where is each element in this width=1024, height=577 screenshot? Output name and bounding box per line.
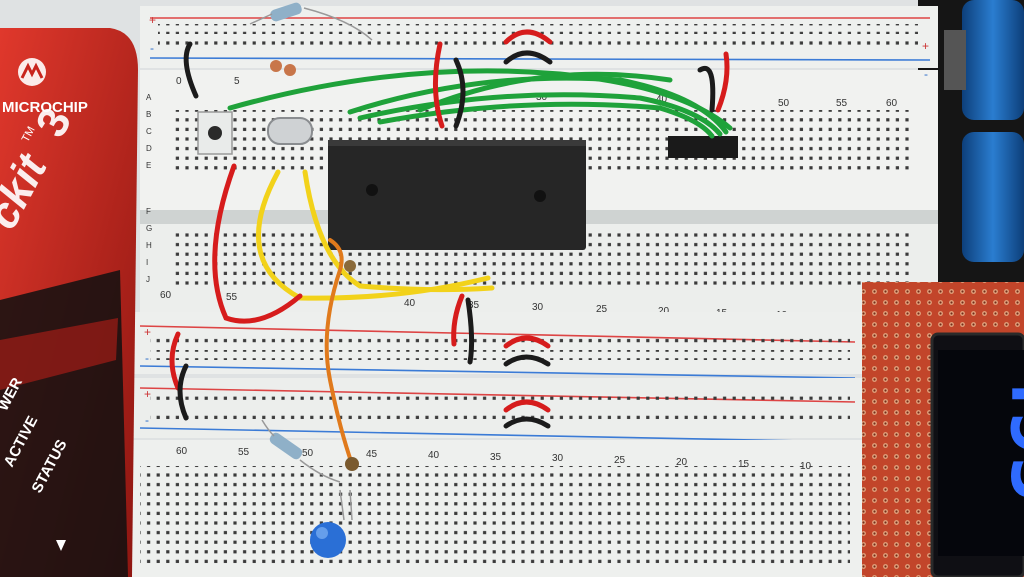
col-num: 30 xyxy=(552,453,564,464)
col-num: 60 xyxy=(176,446,188,457)
col-num: 20 xyxy=(658,306,670,317)
col-num: 0 xyxy=(176,76,182,87)
col-num: 35 xyxy=(490,452,502,463)
breadboard-bottom xyxy=(120,312,865,577)
pickit3-programmer: MICROCHIP ckit TM 3 WER ACTIVE STATUS xyxy=(0,28,138,577)
rail-plus: + xyxy=(144,325,151,339)
col-num: 55 xyxy=(836,98,848,109)
header-pins xyxy=(668,136,738,158)
col-num: 35 xyxy=(468,300,480,311)
row-letter: J xyxy=(146,275,150,284)
rail-minus: - xyxy=(150,41,154,55)
capacitor xyxy=(270,60,282,72)
rail-plus: + xyxy=(149,13,156,27)
seven-segment-display: 495 xyxy=(930,332,1024,577)
top-rail-signs: + - + - xyxy=(149,13,929,81)
resistor xyxy=(269,432,303,460)
triangle-arrow-icon xyxy=(56,540,66,551)
row-letter: A xyxy=(146,93,152,102)
row-letter: E xyxy=(146,161,151,170)
rail-plus: + xyxy=(144,387,151,401)
col-num: 60 xyxy=(160,290,172,301)
row-letter: C xyxy=(146,127,152,136)
rail-plus: + xyxy=(922,39,929,53)
orange-wire xyxy=(324,238,354,466)
top-row-letters: A B C D E F G H I J xyxy=(146,93,152,284)
col-num: 25 xyxy=(614,455,626,466)
display-reading: 495 xyxy=(993,362,1024,503)
col-num: 40 xyxy=(404,298,416,309)
blue-led xyxy=(310,489,353,558)
col-num: 10 xyxy=(800,461,812,472)
bottom-rail-signs: + - + - xyxy=(144,325,151,427)
row-letter: B xyxy=(146,110,151,119)
green-wires xyxy=(227,68,733,139)
col-num: 50 xyxy=(778,98,790,109)
row-letter: F xyxy=(146,207,151,216)
col-num: 15 xyxy=(738,459,750,470)
col-num: 50 xyxy=(302,448,314,459)
push-button xyxy=(197,111,233,155)
row-letter: G xyxy=(146,224,152,233)
col-num: 30 xyxy=(532,302,544,313)
row-letter: I xyxy=(146,258,148,267)
crystal-oscillator xyxy=(267,117,313,145)
bottom-column-numbers: 60 55 50 45 40 35 30 25 20 15 10 xyxy=(176,446,812,472)
col-num: 55 xyxy=(238,447,250,458)
top-column-numbers: 0 5 30 40 50 55 60 xyxy=(176,76,898,109)
microcontroller-chip xyxy=(328,140,586,250)
rail-minus: - xyxy=(145,351,149,365)
col-num: 55 xyxy=(226,292,238,303)
rail-minus: - xyxy=(924,67,928,81)
col-num: 60 xyxy=(886,98,898,109)
col-num: 45 xyxy=(366,449,378,460)
rail-minus: - xyxy=(145,413,149,427)
row-letter: D xyxy=(146,144,152,153)
rail-jumpers-top xyxy=(183,29,730,129)
capacitor xyxy=(284,64,296,76)
col-num: 5 xyxy=(234,76,240,87)
col-num: 20 xyxy=(676,457,688,468)
col-num: 40 xyxy=(656,94,668,105)
col-num: 25 xyxy=(596,304,608,315)
col-num: 30 xyxy=(536,92,548,103)
brand-label: MICROCHIP xyxy=(2,99,88,116)
red-wire xyxy=(212,163,303,324)
resistor xyxy=(270,2,302,22)
col-num: 40 xyxy=(428,450,440,461)
rail-jumpers-bottom xyxy=(169,293,551,429)
row-letter: H xyxy=(146,241,152,250)
